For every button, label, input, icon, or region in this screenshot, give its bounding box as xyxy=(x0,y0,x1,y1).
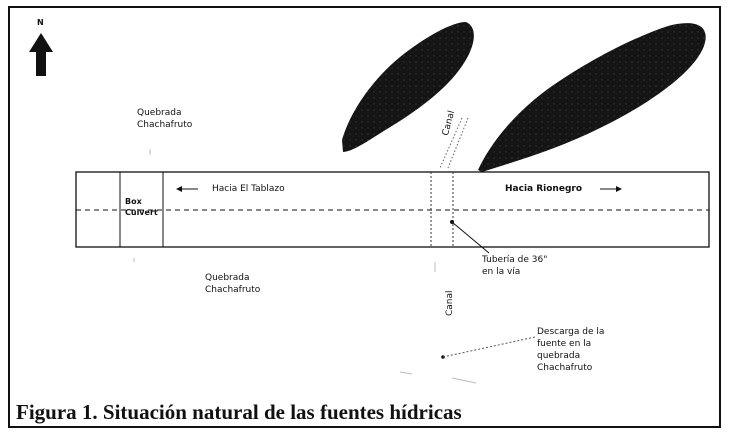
label-hacia-rionegro: Hacia Rionegro xyxy=(505,184,583,194)
label-hacia-el-tablazo: Hacia El Tablazo xyxy=(212,184,285,194)
figure-frame xyxy=(8,6,721,428)
label-quebrada-top: Quebrada Chachafruto xyxy=(137,108,193,130)
north-arrow-icon xyxy=(29,33,53,76)
label-quebrada-bottom: Quebrada Chachafruto xyxy=(205,273,261,295)
label-tuberia: Tubería de 36" en la vía xyxy=(482,255,548,277)
north-label: N xyxy=(37,18,44,27)
tuberia-leader xyxy=(450,220,490,254)
hill-right xyxy=(478,23,706,172)
canal-top-lines xyxy=(439,117,469,169)
arrow-left-icon xyxy=(176,186,198,192)
hill-left xyxy=(342,22,474,152)
label-descarga: Descarga de la fuente en la quebrada Cha… xyxy=(537,327,605,373)
arrow-right-icon xyxy=(600,186,622,192)
stream-traces xyxy=(133,149,477,384)
figure-caption: Figura 1. Situación natural de las fuent… xyxy=(16,400,462,424)
descarga-leader xyxy=(441,336,536,359)
label-box-culvert: Box Culvert xyxy=(125,197,158,217)
label-canal-bottom: Canal xyxy=(445,290,455,316)
